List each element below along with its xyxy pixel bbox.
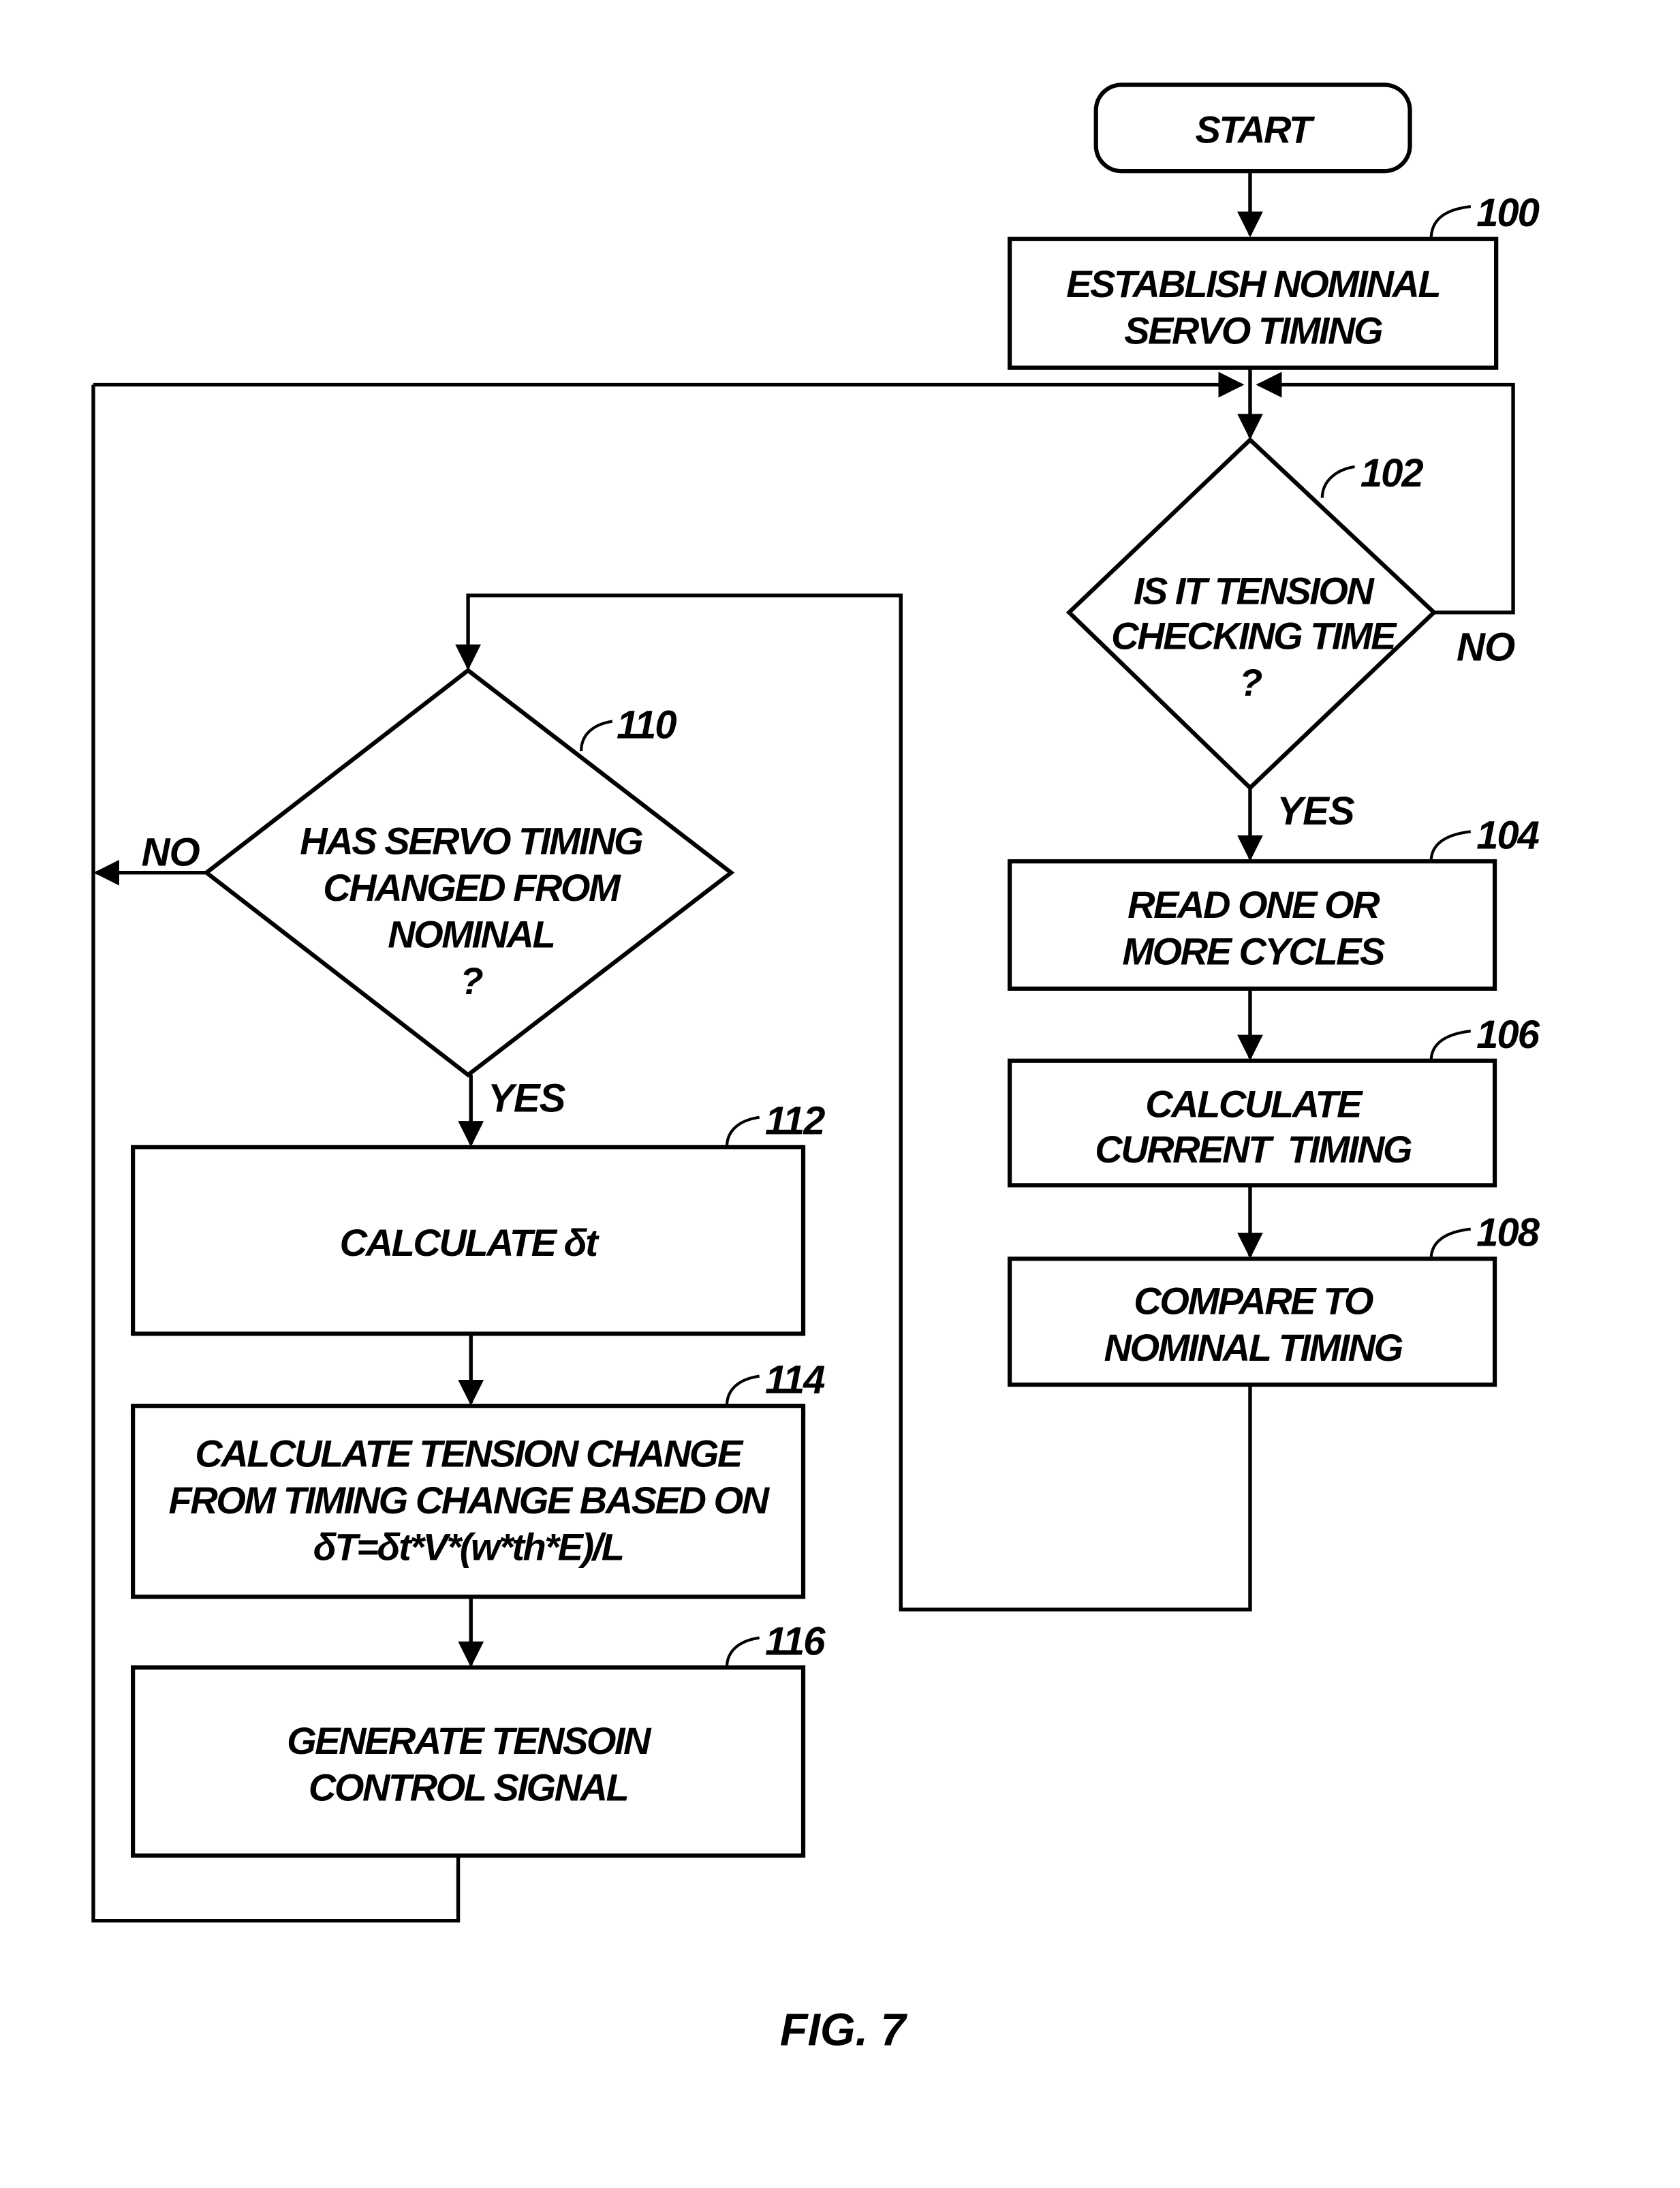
step-100-line-1: ESTABLISH NOMINAL [1066,262,1440,305]
start-terminal-shape [1093,82,1412,174]
step-108-line-1: COMPARE TO [1134,1279,1373,1322]
step-106-box [1007,1058,1497,1188]
arrow-108-to-110 [455,594,1252,1612]
ref-number-108: 108 [1476,1211,1540,1255]
ref-leader-106 [1429,1030,1472,1061]
connectors [91,171,1515,1923]
ref-leader-112 [725,1115,760,1147]
ref-leader-114 [725,1374,760,1406]
step-104-line-2: MORE CYCLES [1122,930,1385,973]
ref-number-110: 110 [617,703,676,747]
ref-leader-110 [580,720,613,752]
decision-102-yes-label: YES [1277,789,1354,833]
step-114-formula: δT=δt*V*(w*th*E)/L [313,1525,623,1568]
decision-102-line-2: CHECKING TIME [1111,615,1397,658]
step-104-box [1007,859,1497,991]
decision-110-yes-label: YES [488,1076,565,1120]
ref-number-116: 116 [765,1619,826,1663]
step-104-read-cycles: READ ONE OR MORE CYCLES 104 [1007,813,1541,991]
decision-110-line-2: CHANGED FROM [323,866,621,909]
step-112-line-1: CALCULATE δt [340,1221,600,1264]
decision-110-line-1: HAS SERVO TIMING [300,820,642,863]
step-114-calculate-tension-change: CALCULATE TENSION CHANGE FROM TIMING CHA… [131,1357,826,1599]
step-114-line-1: CALCULATE TENSION CHANGE [195,1432,744,1475]
ref-leader-104 [1429,830,1472,862]
step-100-line-2: SERVO TIMING [1124,309,1382,352]
ref-leader-102 [1320,465,1355,498]
step-116-generate-control-signal: GENERATE TENSOIN CONTROL SIGNAL 116 [131,1619,827,1858]
ref-number-102: 102 [1360,451,1423,495]
step-112-calculate-delta-t: CALCULATE δt 112 [131,1099,826,1336]
decision-110-diamond [202,667,735,1078]
step-116-box [131,1665,806,1858]
decision-102-line-3: ? [1239,661,1262,704]
decision-110-line-3: NOMINAL [388,913,554,956]
start-terminal: START [1093,82,1412,174]
decision-110-timing-changed: HAS SERVO TIMING CHANGED FROM NOMINAL ? … [142,667,735,1120]
decision-102-line-1: IS IT TENSION [1134,569,1375,612]
step-106-line-1: CALCULATE [1145,1083,1363,1126]
decision-110-no-label: NO [142,830,200,874]
step-100-box [1007,236,1499,370]
ref-leader-116 [725,1636,760,1668]
ref-number-104: 104 [1476,813,1539,857]
arrow-102-no-loop [1256,371,1515,615]
decision-110-line-4: ? [460,959,483,1002]
figure-caption: FIG. 7 [780,2005,908,2055]
ref-number-112: 112 [765,1099,825,1143]
step-116-line-2: CONTROL SIGNAL [309,1766,627,1808]
ref-number-114: 114 [765,1357,825,1402]
ref-leader-108 [1429,1227,1472,1259]
step-108-line-2: NOMINAL TIMING [1104,1326,1403,1369]
step-106-calculate-current-timing: CALCULATE CURRENT TIMING 106 [1007,1013,1542,1188]
decision-102-diamond [1065,437,1437,791]
step-104-line-1: READ ONE OR [1127,883,1380,926]
start-label: START [1196,108,1316,151]
decision-102-tension-check-time: IS IT TENSION CHECKING TIME ? 102 YES NO [1065,437,1516,833]
step-116-line-1: GENERATE TENSOIN [287,1719,652,1762]
step-108-compare-nominal: COMPARE TO NOMINAL TIMING 108 [1007,1211,1542,1387]
step-114-box [131,1404,806,1599]
step-108-box [1007,1257,1497,1387]
left-return-rail [91,384,461,1923]
ref-number-100: 100 [1476,191,1539,235]
ref-leader-100 [1429,204,1472,239]
decision-102-no-label: NO [1457,625,1515,669]
step-114-line-2: FROM TIMING CHANGE BASED ON [169,1479,771,1522]
step-106-line-2: CURRENT TIMING [1095,1128,1412,1171]
step-100-establish-nominal: ESTABLISH NOMINAL SERVO TIMING 100 [1007,191,1541,370]
ref-number-106: 106 [1476,1013,1540,1057]
step-112-box [131,1145,806,1336]
